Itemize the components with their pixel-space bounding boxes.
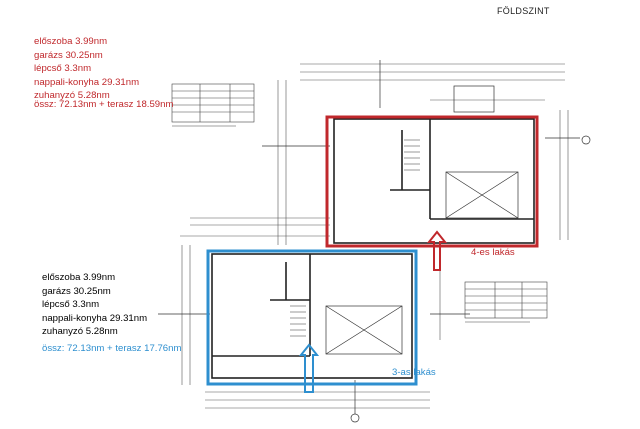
room-living-kitchen: nappali-konyha 29.31nm [34,76,140,88]
unit-4-arrow [426,230,448,271]
unit-4-room-list: előszoba 3.99nm garázs 30.25nm lépcső 3.… [34,35,139,103]
unit-4-total: össz: 72.13nm + terasz 18.59nm [34,99,174,110]
room-living-kitchen: nappali-konyha 29.31nm [42,312,148,324]
room-shower: zuhanyzó 5.28nm [34,90,110,102]
room-entry: előszoba 3.99nm [34,36,108,47]
section-markers [158,60,591,423]
upper-stairs [404,139,420,171]
legend-table-top [171,83,255,127]
legend-table-right [464,281,548,323]
room-shower: zuhanyzó 5.28nm [42,326,118,338]
lower-garage-box [325,305,403,355]
lower-stairs [290,305,306,337]
room-entry: előszoba 3.99nm [42,272,116,283]
upper-garage-box [445,85,519,219]
unit-3-arrow [298,343,320,393]
room-garage: garázs 30.25nm [34,49,103,61]
dimension-lines [180,63,569,409]
unit-4-label: 4-es lakás [471,247,515,258]
unit-3-total: össz: 72.13nm + terasz 17.76nm [42,343,182,354]
room-stairs: lépcső 3.3nm [34,63,92,75]
page-title: FÖLDSZINT [497,6,550,16]
unit-3-label: 3-as lakás [392,367,436,378]
unit-4-highlight [325,115,539,248]
room-garage: garázs 30.25nm [42,285,111,297]
room-stairs: lépcső 3.3nm [42,299,100,311]
unit-3-room-list: előszoba 3.99nm garázs 30.25nm lépcső 3.… [42,271,147,339]
